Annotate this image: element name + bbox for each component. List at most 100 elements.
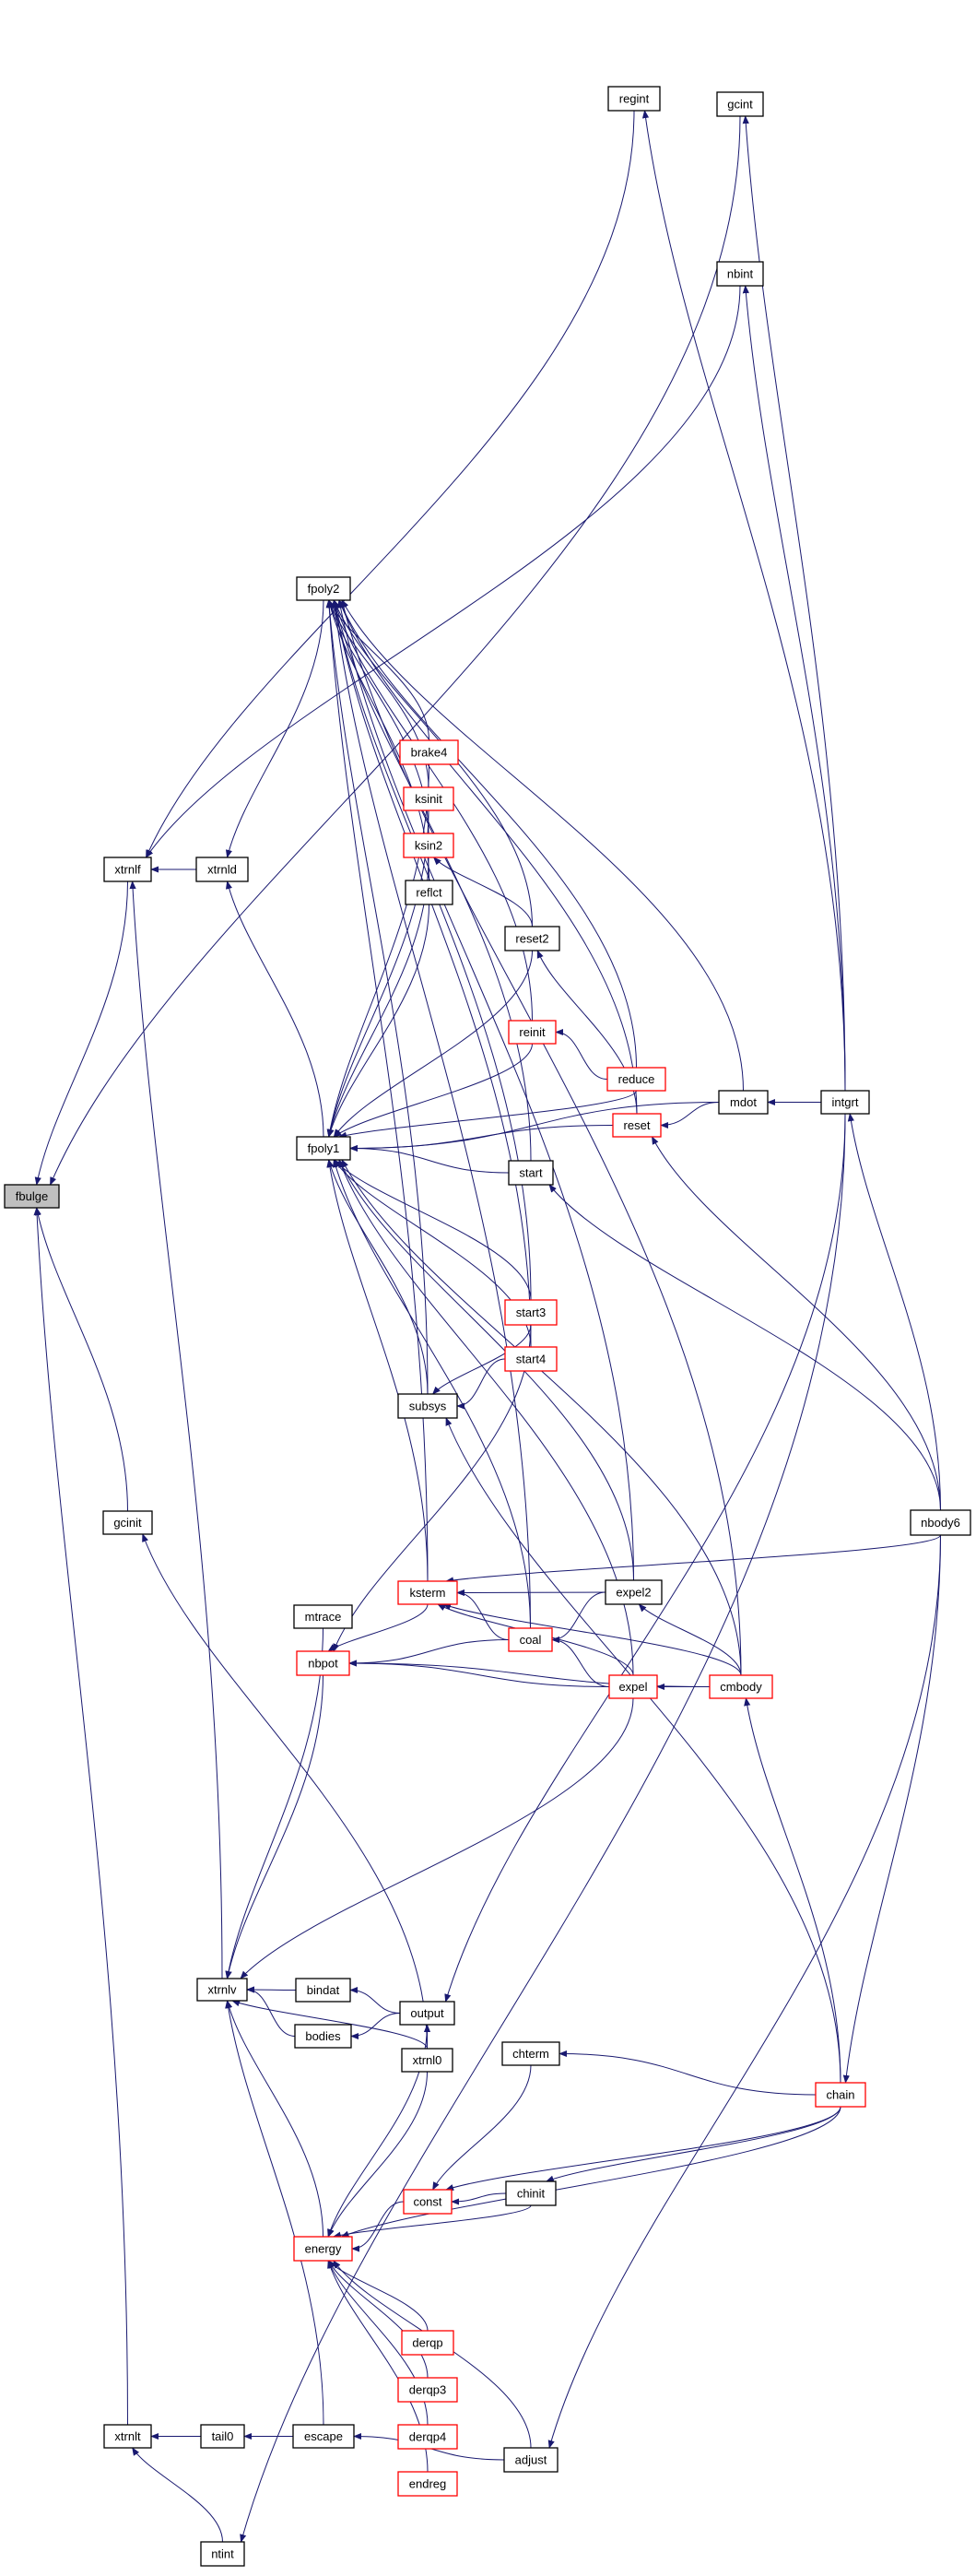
node-box <box>503 2447 559 2473</box>
edge-chain-to-subsys <box>445 1417 841 2084</box>
edge-brake4-to-fpoly1 <box>326 763 429 1138</box>
edge-chain-to-chinit <box>545 2106 841 2182</box>
node-xtrnlt[interactable]: xtrnlt <box>103 2424 152 2449</box>
node-gcint[interactable]: gcint <box>716 91 764 117</box>
node-tail0[interactable]: tail0 <box>200 2424 245 2449</box>
edge-reflct-to-fpoly1 <box>327 904 429 1138</box>
node-box <box>295 1978 351 2003</box>
node-reduce[interactable]: reduce <box>606 1067 666 1092</box>
node-label: escape <box>304 2429 343 2443</box>
edge-energy-to-xtrnlv <box>226 2000 323 2238</box>
edge-ntint-to-xtrnlt <box>132 2447 223 2543</box>
node-box <box>716 261 764 287</box>
node-label: ksterm <box>410 1586 446 1600</box>
node-start3[interactable]: start3 <box>504 1299 558 1326</box>
node-ntint[interactable]: ntint <box>200 2541 245 2567</box>
node-nbody6[interactable]: nbody6 <box>910 1509 971 1536</box>
node-reflct[interactable]: reflct <box>405 880 453 905</box>
edge-coal-to-ksterm <box>456 1589 510 1640</box>
edge-chinit-to-energy <box>332 2204 532 2239</box>
node-start4[interactable]: start4 <box>504 1346 558 1372</box>
node-coal[interactable]: coal <box>508 1627 553 1652</box>
node-energy[interactable]: energy <box>293 2236 353 2262</box>
node-nbint[interactable]: nbint <box>716 261 764 287</box>
node-fpoly2[interactable]: fpoly2 <box>296 576 351 601</box>
node-cmbody[interactable]: cmbody <box>709 1674 773 1699</box>
node-ksterm[interactable]: ksterm <box>397 1580 458 1605</box>
node-label: fbulge <box>16 1189 48 1203</box>
node-brake4[interactable]: brake4 <box>399 739 459 765</box>
node-box <box>195 857 249 882</box>
node-output[interactable]: output <box>399 2001 455 2026</box>
edge-start4-to-fpoly2 <box>332 599 532 1348</box>
node-label: energy <box>305 2242 342 2256</box>
edge-output-to-bodies <box>350 2013 401 2040</box>
node-xtrnl0[interactable]: xtrnl0 <box>401 2048 453 2073</box>
node-xtrnld[interactable]: xtrnld <box>195 857 249 882</box>
edge-reduce-to-reinit <box>555 1028 608 1080</box>
node-box <box>293 2236 353 2262</box>
node-box <box>501 2041 560 2066</box>
node-regint[interactable]: regint <box>607 86 661 112</box>
node-ksinit[interactable]: ksinit <box>403 786 454 811</box>
node-box <box>910 1509 971 1536</box>
node-expel2[interactable]: expel2 <box>605 1579 663 1605</box>
node-box <box>607 86 661 112</box>
node-bodies[interactable]: bodies <box>294 2024 352 2049</box>
node-expel[interactable]: expel <box>608 1674 658 1699</box>
node-label: start3 <box>516 1306 547 1319</box>
node-box <box>102 1510 153 1535</box>
edge-xtrnl0-to-gcinit <box>142 1533 428 2050</box>
node-box <box>196 1978 248 2002</box>
node-const[interactable]: const <box>403 2189 453 2215</box>
node-xtrnlf[interactable]: xtrnlf <box>103 857 152 882</box>
node-label: xtrnlv <box>207 1983 237 1997</box>
node-bindat[interactable]: bindat <box>295 1978 351 2003</box>
node-gcinit[interactable]: gcinit <box>102 1510 153 1535</box>
node-fpoly1[interactable]: fpoly1 <box>296 1136 351 1161</box>
node-derqp3[interactable]: derqp3 <box>397 2377 458 2403</box>
node-reinit[interactable]: reinit <box>508 1020 557 1045</box>
node-chain[interactable]: chain <box>815 2082 866 2108</box>
node-box <box>296 1136 351 1161</box>
edge-chain-to-cmbody <box>744 1697 841 2084</box>
node-endreg[interactable]: endreg <box>397 2471 458 2497</box>
node-xtrnlv[interactable]: xtrnlv <box>196 1978 248 2002</box>
node-nbpot[interactable]: nbpot <box>296 1650 350 1676</box>
node-mdot[interactable]: mdot <box>718 1090 769 1115</box>
node-adjust[interactable]: adjust <box>503 2447 559 2473</box>
node-label: derqp <box>412 2336 442 2350</box>
node-reset[interactable]: reset <box>612 1113 662 1138</box>
node-derqp4[interactable]: derqp4 <box>397 2424 458 2450</box>
node-box <box>401 2048 453 2073</box>
node-box <box>608 1674 658 1699</box>
node-label: reflct <box>416 886 442 900</box>
node-chinit[interactable]: chinit <box>505 2180 557 2206</box>
node-label: start4 <box>516 1353 547 1366</box>
node-fbulge[interactable]: fbulge <box>4 1184 60 1209</box>
edge-output-to-bindat <box>349 1986 401 2014</box>
edge-chain-to-chterm <box>559 2050 817 2096</box>
node-mtrace[interactable]: mtrace <box>293 1604 353 1629</box>
edge-start3-to-nbpot <box>333 1324 532 1652</box>
edge-ksinit-to-fpoly1 <box>326 809 429 1138</box>
node-escape[interactable]: escape <box>292 2424 355 2449</box>
node-intgrt[interactable]: intgrt <box>820 1090 870 1115</box>
node-start[interactable]: start <box>508 1160 554 1186</box>
node-derqp[interactable]: derqp <box>401 2330 454 2356</box>
node-label: regint <box>619 92 650 106</box>
node-chterm[interactable]: chterm <box>501 2041 560 2066</box>
node-ksin2[interactable]: ksin2 <box>403 833 454 858</box>
node-reset2[interactable]: reset2 <box>504 926 560 951</box>
node-label: adjust <box>515 2453 547 2467</box>
node-subsys[interactable]: subsys <box>397 1393 458 1419</box>
node-box <box>103 2424 152 2449</box>
edge-mdot-to-fpoly2 <box>341 599 744 1092</box>
node-label: ksin2 <box>415 839 442 853</box>
node-box <box>294 2024 352 2049</box>
node-label: chain <box>826 2088 854 2102</box>
edge-expel2-to-fpoly2 <box>336 599 634 1581</box>
node-label: expel2 <box>616 1586 651 1600</box>
node-box <box>508 1020 557 1045</box>
edge-reduce-to-fpoly2 <box>338 599 637 1069</box>
